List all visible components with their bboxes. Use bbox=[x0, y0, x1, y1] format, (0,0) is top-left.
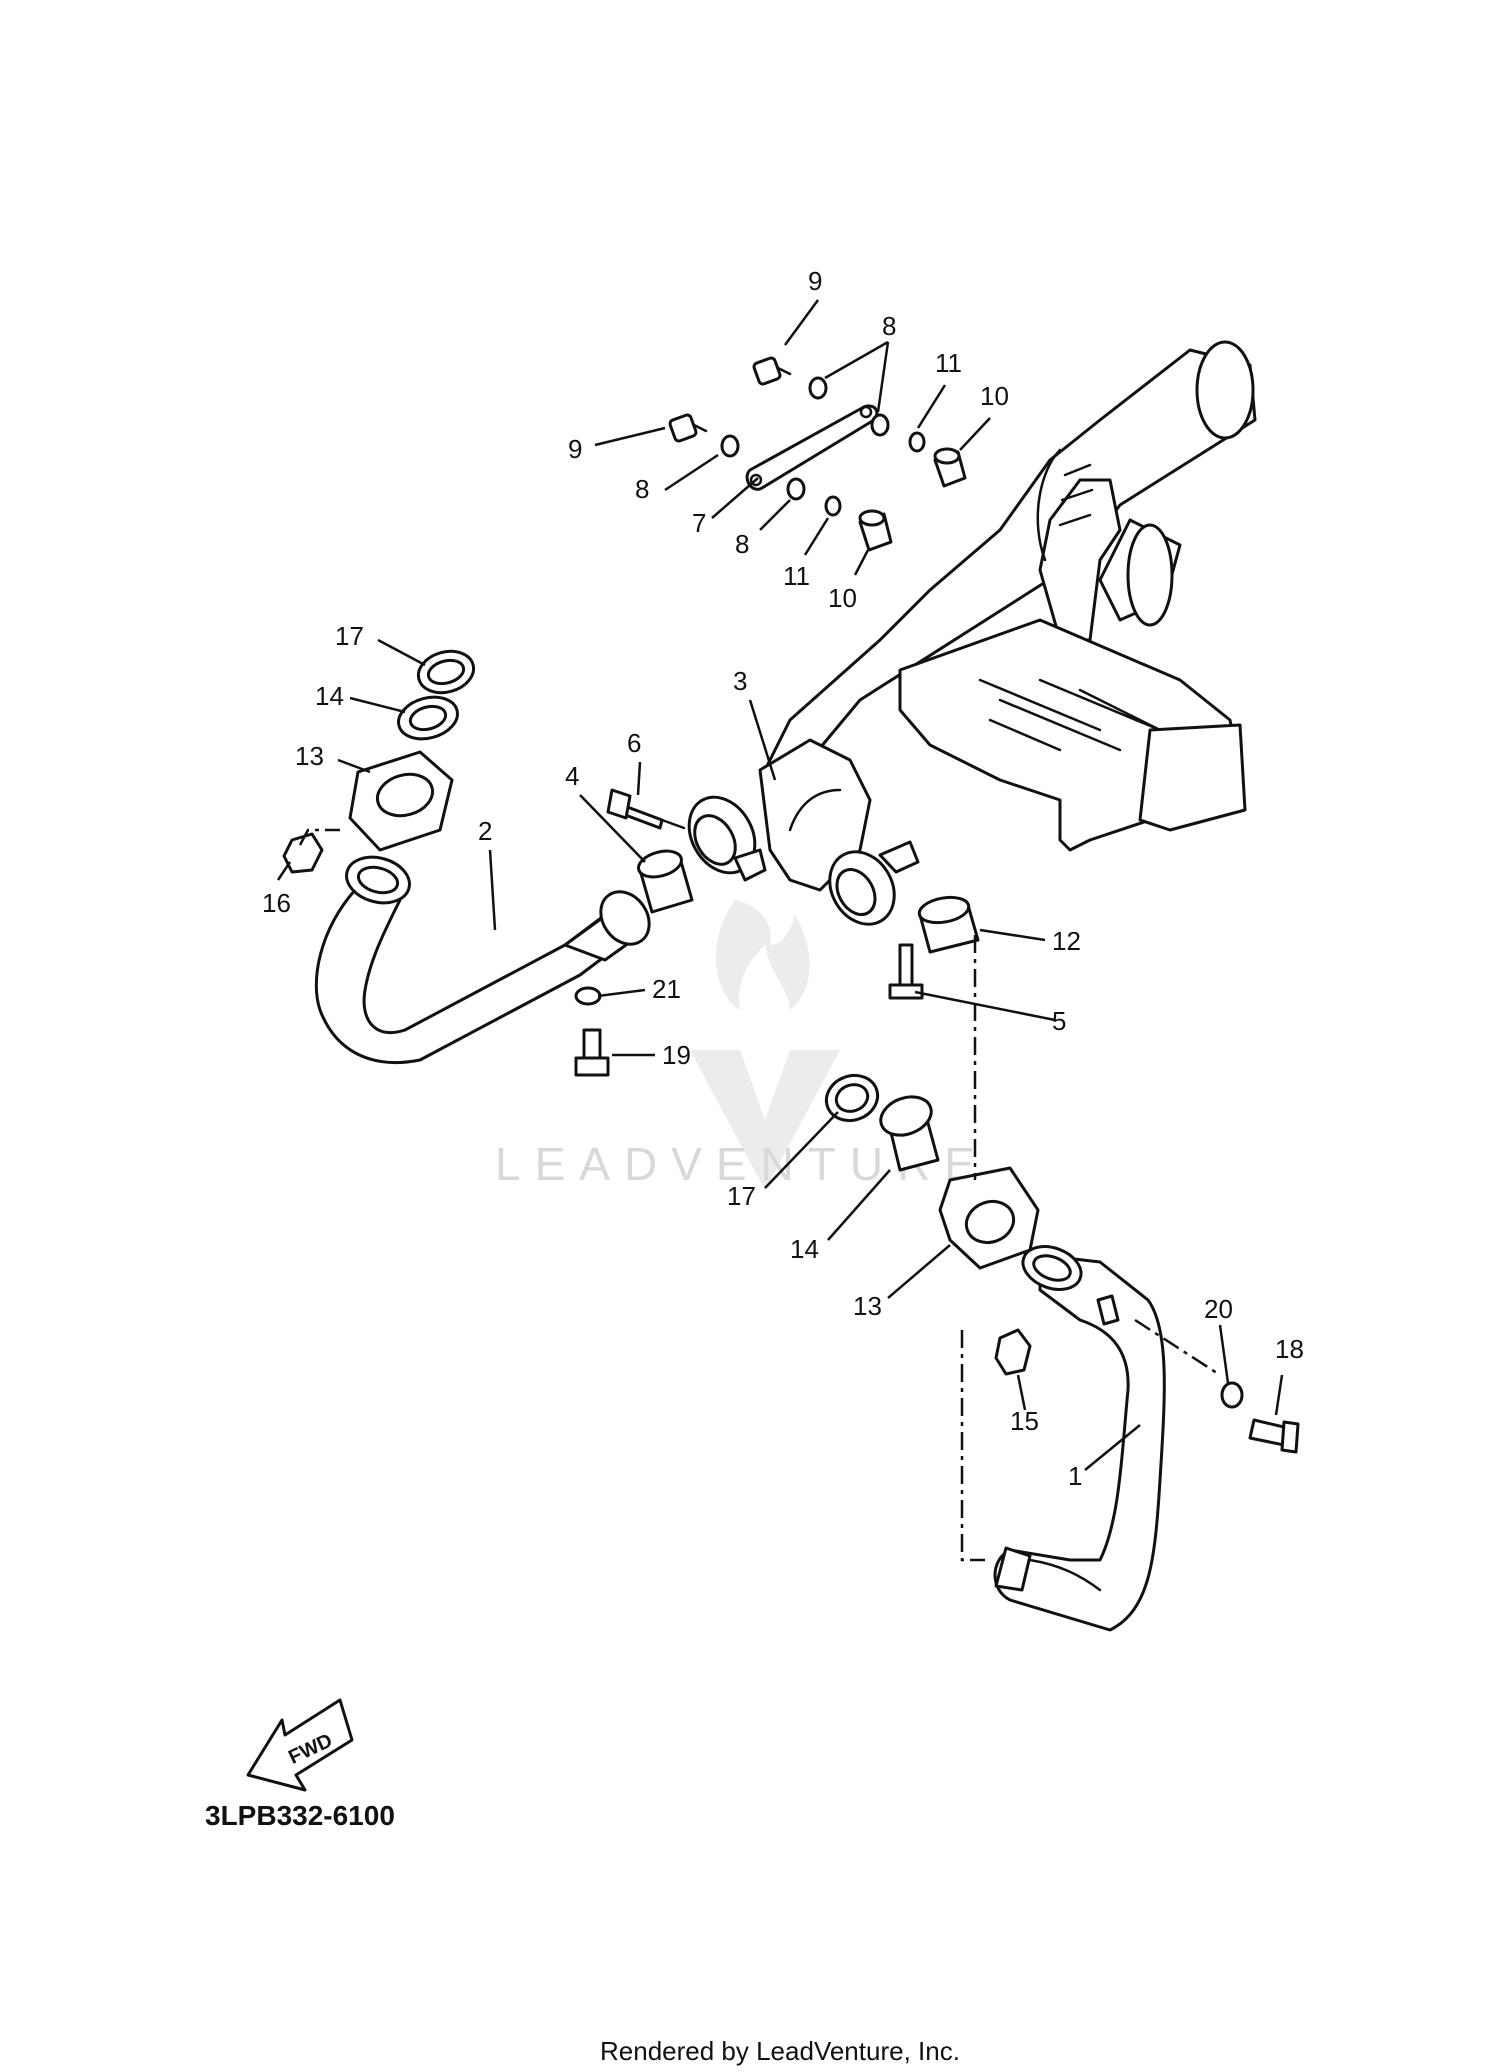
callout-9-top: 9 bbox=[808, 266, 822, 296]
alignment-lines bbox=[298, 828, 1221, 1562]
callout-10-top: 10 bbox=[980, 381, 1009, 411]
gasket-part-12[interactable] bbox=[917, 894, 980, 954]
callout-9-left: 9 bbox=[568, 434, 582, 464]
collar-part-14-left[interactable] bbox=[394, 691, 462, 745]
callout-7: 7 bbox=[692, 508, 706, 538]
clamp-right bbox=[828, 840, 920, 926]
callout-15: 15 bbox=[1010, 1406, 1039, 1436]
bolt-part-9-top[interactable] bbox=[752, 356, 792, 386]
leader-lines bbox=[276, 299, 1284, 1471]
clamp-left bbox=[687, 795, 767, 882]
callout-19: 19 bbox=[662, 1040, 691, 1070]
callout-10-mid: 10 bbox=[828, 583, 857, 613]
callout-2: 2 bbox=[478, 816, 492, 846]
render-credit: Rendered by LeadVenture, Inc. bbox=[600, 2036, 960, 2066]
collar-part-14-right[interactable] bbox=[875, 1090, 940, 1172]
washers-part-11[interactable] bbox=[824, 431, 926, 517]
callout-21: 21 bbox=[652, 974, 681, 1004]
callout-8-top: 8 bbox=[882, 311, 896, 341]
callout-18: 18 bbox=[1275, 1334, 1304, 1364]
gasket-part-17-right[interactable] bbox=[820, 1068, 884, 1127]
nut-part-15[interactable] bbox=[994, 1328, 1032, 1376]
flange-part-13-right[interactable] bbox=[938, 1166, 1040, 1270]
callout-16: 16 bbox=[262, 888, 291, 918]
washers-part-8[interactable] bbox=[720, 376, 890, 501]
flange-part-13-left[interactable] bbox=[348, 750, 454, 852]
dampers-part-10[interactable] bbox=[858, 447, 967, 552]
bolt-part-5[interactable] bbox=[888, 943, 924, 1000]
callout-8-mid: 8 bbox=[735, 529, 749, 559]
callout-8-left: 8 bbox=[635, 474, 649, 504]
callout-6: 6 bbox=[627, 728, 641, 758]
washer-part-20[interactable] bbox=[1220, 1381, 1244, 1409]
callout-labels: 9 8 11 10 9 8 7 8 11 10 17 14 13 16 2 4 … bbox=[262, 266, 1304, 1491]
exhaust-pipe-part-1[interactable] bbox=[993, 1239, 1166, 1632]
watermark-logo bbox=[690, 900, 840, 1190]
bolt-part-6[interactable] bbox=[606, 788, 686, 830]
muffler-part-3[interactable] bbox=[758, 340, 1257, 892]
bolt-part-9-left[interactable] bbox=[668, 413, 708, 443]
callout-13-right: 13 bbox=[853, 1291, 882, 1321]
callout-17-left: 17 bbox=[335, 621, 364, 651]
callout-14-left: 14 bbox=[315, 681, 344, 711]
callout-3: 3 bbox=[733, 666, 747, 696]
forward-arrow-icon: FWD bbox=[246, 1698, 354, 1792]
bolt-part-19[interactable] bbox=[574, 1028, 610, 1077]
callout-12: 12 bbox=[1052, 926, 1081, 956]
callout-11-mid: 11 bbox=[783, 561, 810, 591]
callout-11-top: 11 bbox=[935, 348, 962, 378]
gasket-part-4[interactable] bbox=[636, 847, 694, 914]
washer-part-21[interactable] bbox=[574, 986, 602, 1006]
callout-1: 1 bbox=[1068, 1461, 1082, 1491]
gasket-part-17-left[interactable] bbox=[414, 645, 478, 698]
callout-4: 4 bbox=[565, 761, 579, 791]
diagram-code: 3LPB332-6100 bbox=[205, 1800, 395, 1831]
callout-13-left: 13 bbox=[295, 741, 324, 771]
callout-17-right: 17 bbox=[727, 1181, 756, 1211]
stay-part-7[interactable] bbox=[745, 404, 879, 491]
callout-14-right: 14 bbox=[790, 1234, 819, 1264]
nut-part-16[interactable] bbox=[282, 832, 324, 874]
exhaust-pipe-part-2[interactable] bbox=[314, 850, 659, 1065]
callout-20: 20 bbox=[1204, 1294, 1233, 1324]
bolt-part-18[interactable] bbox=[1248, 1418, 1300, 1454]
callout-5: 5 bbox=[1052, 1006, 1066, 1036]
